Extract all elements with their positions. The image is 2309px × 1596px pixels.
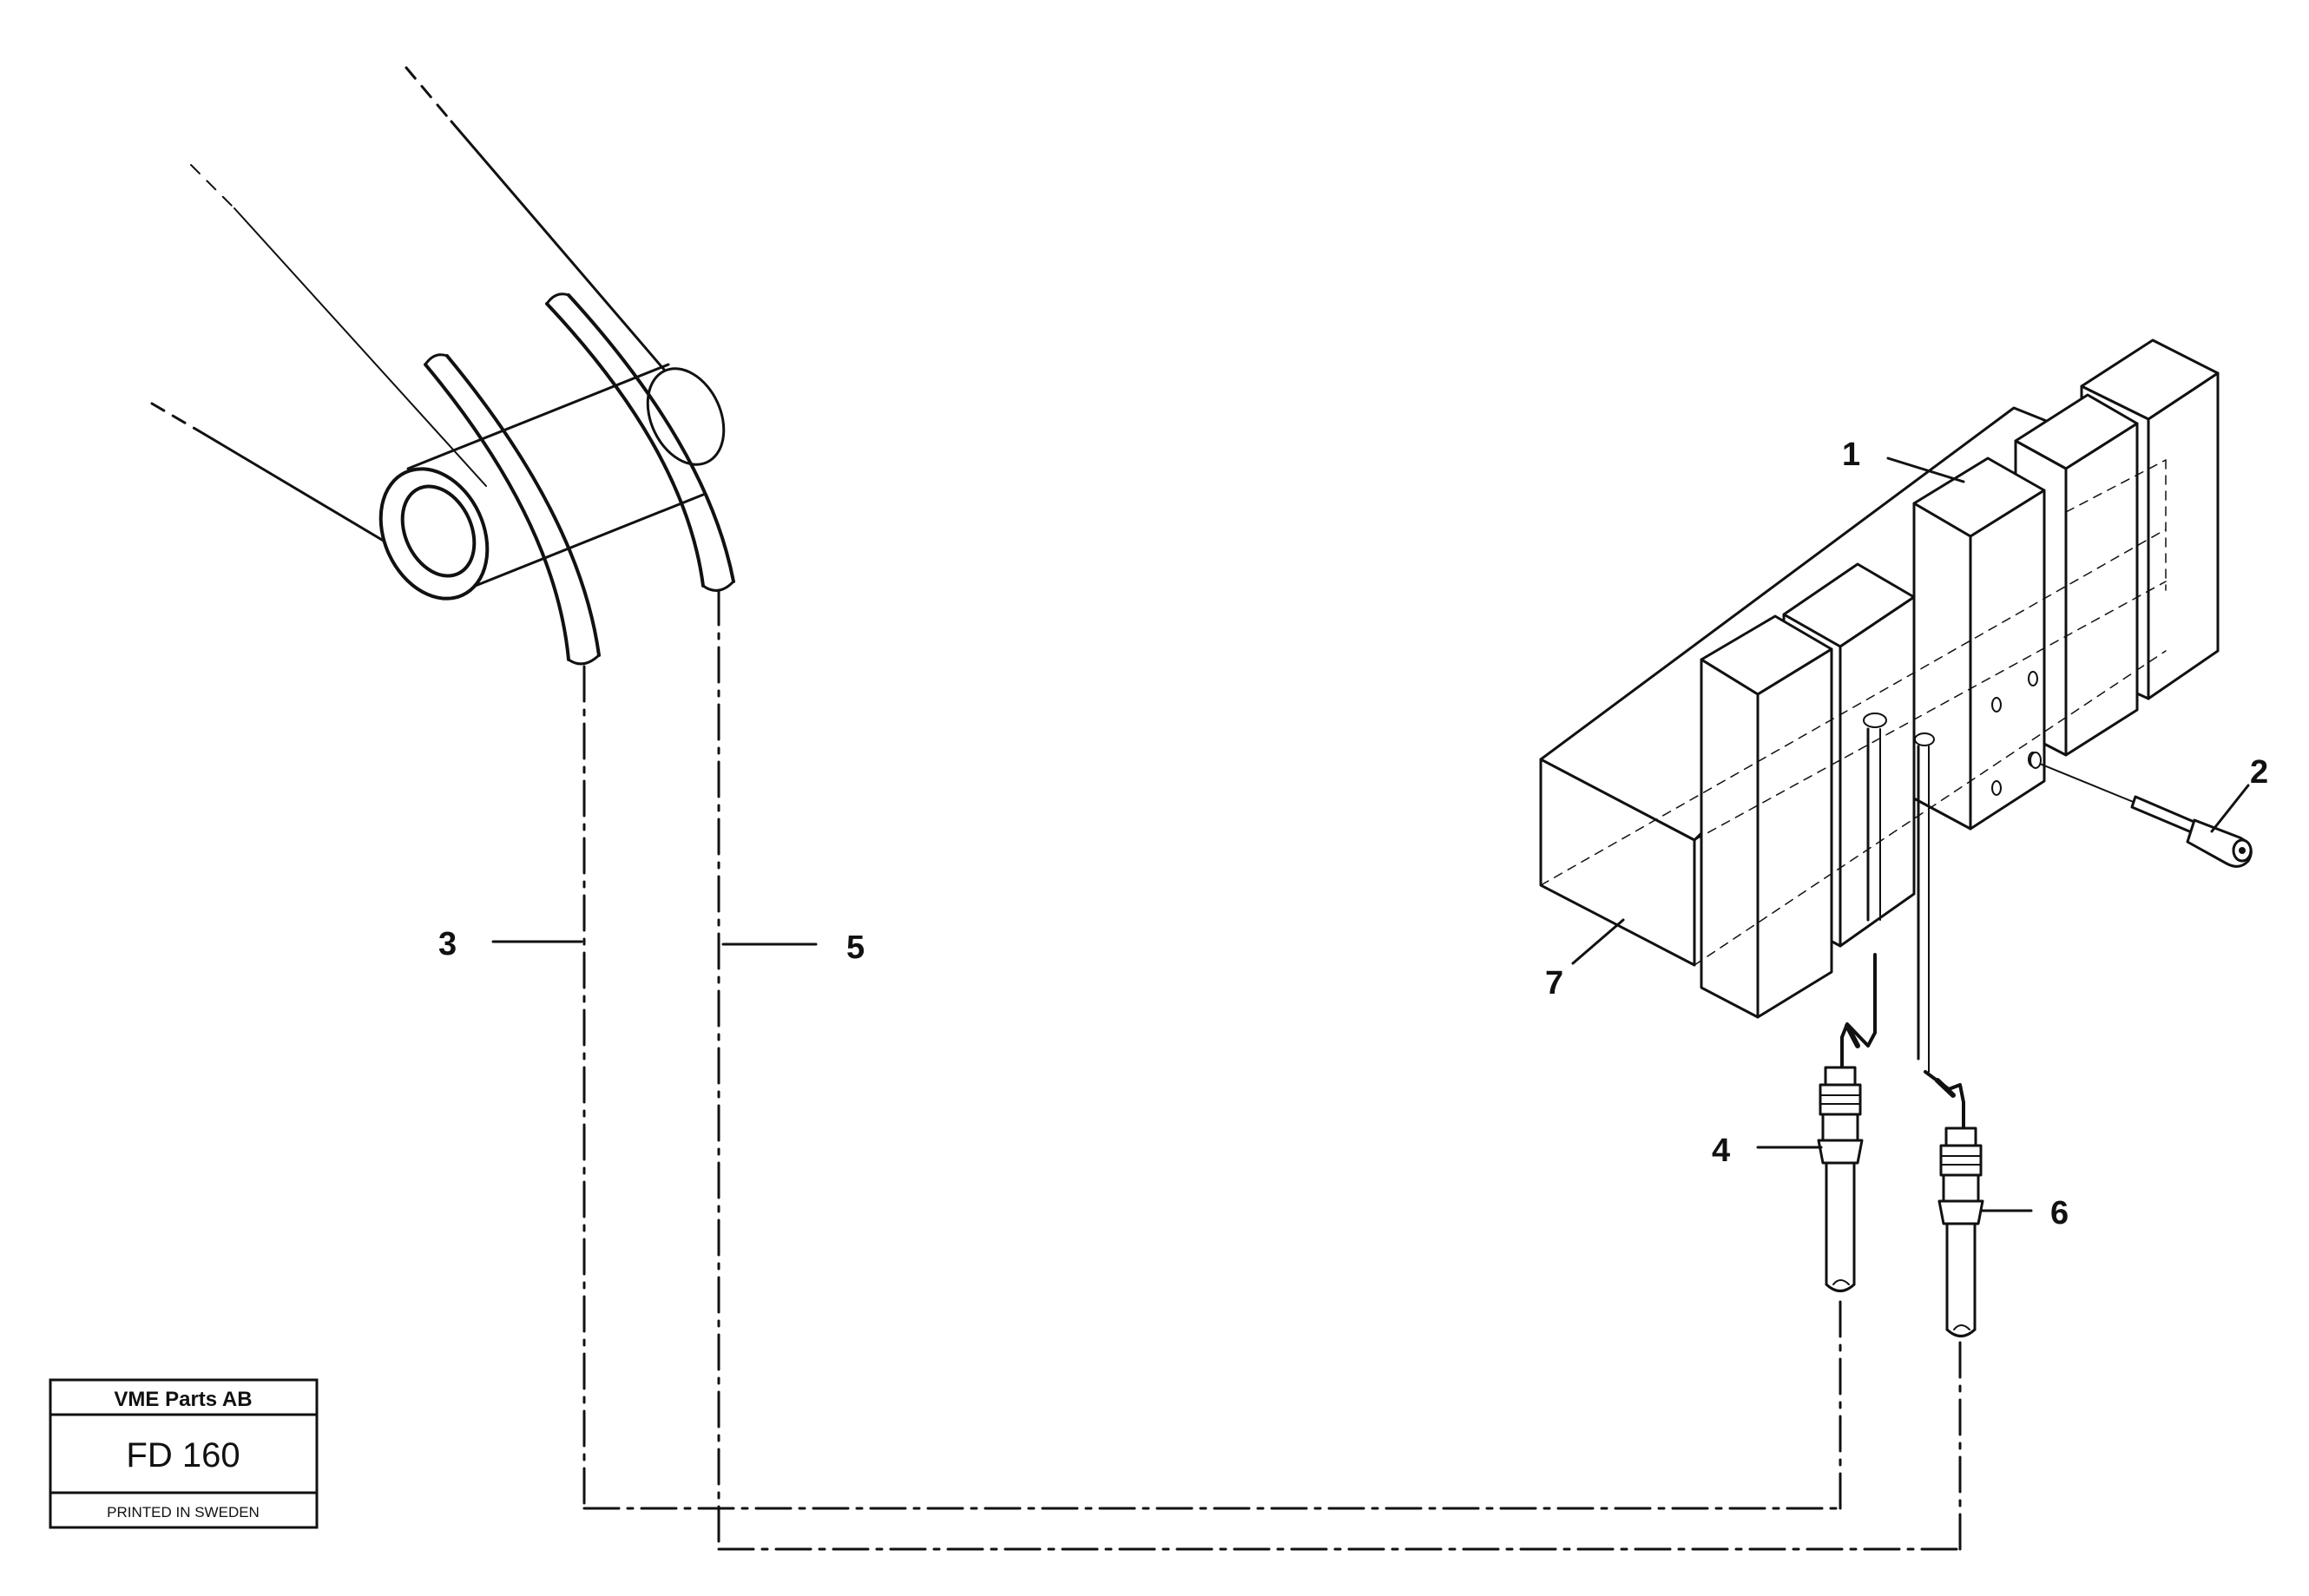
valve-block-assembly — [1539, 338, 2220, 1073]
callout-3: 3 — [438, 926, 457, 962]
hose-fitting-6 — [1937, 1126, 1984, 1337]
callout-1: 1 — [1842, 437, 1860, 473]
hose-6-break — [1924, 1070, 1965, 1130]
boom-arm — [150, 66, 696, 544]
boom-pin — [378, 363, 726, 601]
hose-5 — [545, 292, 735, 592]
hose-4-break — [1840, 953, 1877, 1069]
hose-route-5 — [717, 588, 1962, 1551]
leader-2 — [2210, 784, 2250, 833]
stamp-printed: PRINTED IN SWEDEN — [107, 1504, 260, 1520]
callout-2: 2 — [2250, 754, 2268, 791]
callout-7: 7 — [1545, 965, 1563, 1002]
title-stamp: VME Parts AB FD 160 PRINTED IN SWEDEN — [49, 1378, 319, 1529]
callout-4: 4 — [1712, 1133, 1730, 1169]
screw-2 — [2029, 752, 2253, 868]
callout-5: 5 — [846, 929, 865, 966]
stamp-company: VME Parts AB — [114, 1388, 252, 1411]
callout-6: 6 — [2050, 1195, 2069, 1231]
hose-fitting-4 — [1817, 1066, 1864, 1292]
stamp-code: FD 160 — [126, 1436, 240, 1474]
leader-1 — [1886, 456, 1965, 483]
hose-route-3 — [582, 665, 1842, 1510]
leader-7 — [1571, 918, 1625, 965]
hose-3 — [424, 353, 601, 666]
